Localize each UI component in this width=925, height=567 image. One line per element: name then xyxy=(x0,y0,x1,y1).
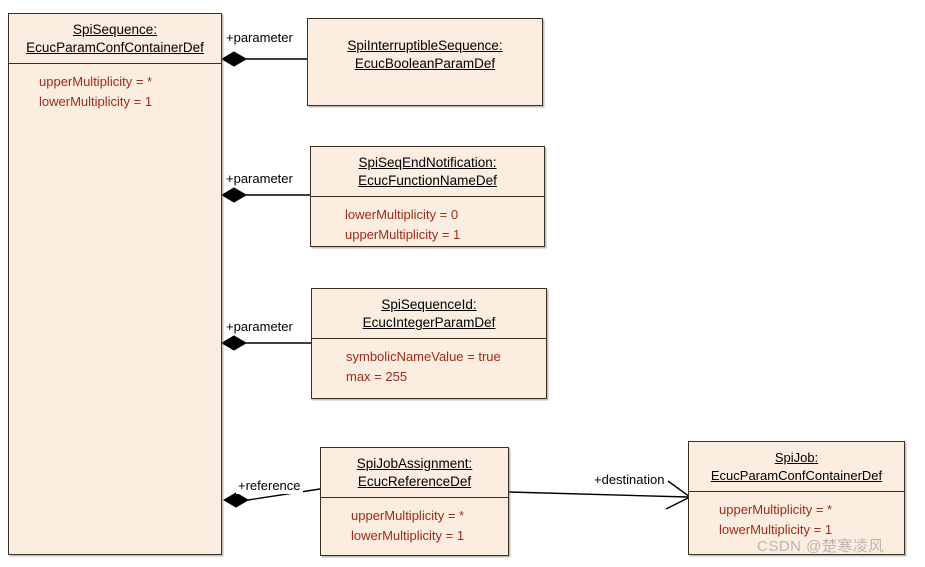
uml-title-line-1: SpiJob: xyxy=(774,450,819,465)
uml-attribute-list: upperMultiplicity = * lowerMultiplicity … xyxy=(689,492,904,548)
uml-attribute-list: upperMultiplicity = * lowerMultiplicity … xyxy=(9,64,221,120)
uml-attribute: symbolicNameValue = true xyxy=(346,349,501,364)
uml-attribute: lowerMultiplicity = 1 xyxy=(351,528,465,543)
filled-diamond-marker xyxy=(221,51,247,67)
uml-divider xyxy=(311,196,544,197)
uml-title-line-1: SpiInterruptibleSequence: xyxy=(347,38,503,53)
filled-diamond-marker xyxy=(223,492,249,508)
uml-attribute-list: upperMultiplicity = * lowerMultiplicity … xyxy=(321,498,508,554)
edge-label-destination: +destination xyxy=(592,471,667,488)
watermark: CSDN @楚寒凌风 xyxy=(757,538,884,555)
uml-attribute: upperMultiplicity = * xyxy=(351,508,465,523)
uml-attribute: upperMultiplicity = 1 xyxy=(345,227,461,242)
edge-parameter-1 xyxy=(221,51,307,67)
uml-title-line-2: EcucReferenceDef xyxy=(357,474,472,489)
uml-attribute: upperMultiplicity = * xyxy=(39,74,153,89)
edge-label-parameter-3: +parameter xyxy=(224,318,295,335)
uml-divider xyxy=(312,338,546,339)
open-arrow-marker xyxy=(665,480,692,510)
uml-class-title: SpiSequenceId: EcucIntegerParamDef xyxy=(312,289,546,338)
edge-label-parameter-2: +parameter xyxy=(224,170,295,187)
uml-class-title: SpiInterruptibleSequence: EcucBooleanPar… xyxy=(308,19,542,79)
uml-divider xyxy=(689,491,904,492)
filled-diamond-marker xyxy=(221,187,247,203)
uml-attribute: lowerMultiplicity = 1 xyxy=(719,522,833,537)
uml-class-spiinterruptiblesequence[interactable]: SpiInterruptibleSequence: EcucBooleanPar… xyxy=(307,18,543,106)
uml-class-spijobassignment[interactable]: SpiJobAssignment: EcucReferenceDef upper… xyxy=(320,447,509,556)
uml-class-spisequenceid[interactable]: SpiSequenceId: EcucIntegerParamDef symbo… xyxy=(311,288,547,399)
uml-class-spisequence[interactable]: SpiSequence: EcucParamConfContainerDef u… xyxy=(8,13,222,555)
uml-class-spiseqendnotification[interactable]: SpiSeqEndNotification: EcucFunctionNameD… xyxy=(310,146,545,247)
uml-title-line-2: EcucParamConfContainerDef xyxy=(710,468,883,483)
uml-class-spijob[interactable]: SpiJob: EcucParamConfContainerDef upperM… xyxy=(688,441,905,555)
uml-title-line-1: SpiJobAssignment: xyxy=(356,456,473,471)
uml-attribute-list: symbolicNameValue = true max = 255 xyxy=(312,339,546,395)
uml-title-line-2: EcucFunctionNameDef xyxy=(358,173,497,188)
uml-title-line-1: SpiSequence: xyxy=(72,22,158,37)
edge-parameter-3 xyxy=(221,335,311,351)
uml-class-title: SpiSequence: EcucParamConfContainerDef xyxy=(9,14,221,63)
uml-title-line-1: SpiSequenceId: xyxy=(381,297,477,312)
uml-class-title: SpiSeqEndNotification: EcucFunctionNameD… xyxy=(311,147,544,196)
uml-class-title: SpiJob: EcucParamConfContainerDef xyxy=(689,442,904,491)
uml-title-line-2: EcucIntegerParamDef xyxy=(362,315,496,330)
uml-attribute: upperMultiplicity = * xyxy=(719,502,833,517)
filled-diamond-marker xyxy=(221,335,247,351)
uml-title-line-2: EcucBooleanParamDef xyxy=(354,56,496,71)
uml-divider xyxy=(321,497,508,498)
uml-attribute-list: lowerMultiplicity = 0 upperMultiplicity … xyxy=(311,197,544,253)
edge-label-reference: +reference xyxy=(236,477,303,494)
uml-attribute: max = 255 xyxy=(346,369,408,384)
uml-title-line-2: EcucParamConfContainerDef xyxy=(26,40,204,55)
edge-label-parameter-1: +parameter xyxy=(224,29,295,46)
uml-divider xyxy=(9,63,221,64)
edge-parameter-2 xyxy=(221,187,310,203)
uml-attribute: lowerMultiplicity = 0 xyxy=(345,207,459,222)
uml-class-title: SpiJobAssignment: EcucReferenceDef xyxy=(321,448,508,497)
uml-title-line-1: SpiSeqEndNotification: xyxy=(358,155,497,170)
uml-attribute: lowerMultiplicity = 1 xyxy=(39,94,153,109)
